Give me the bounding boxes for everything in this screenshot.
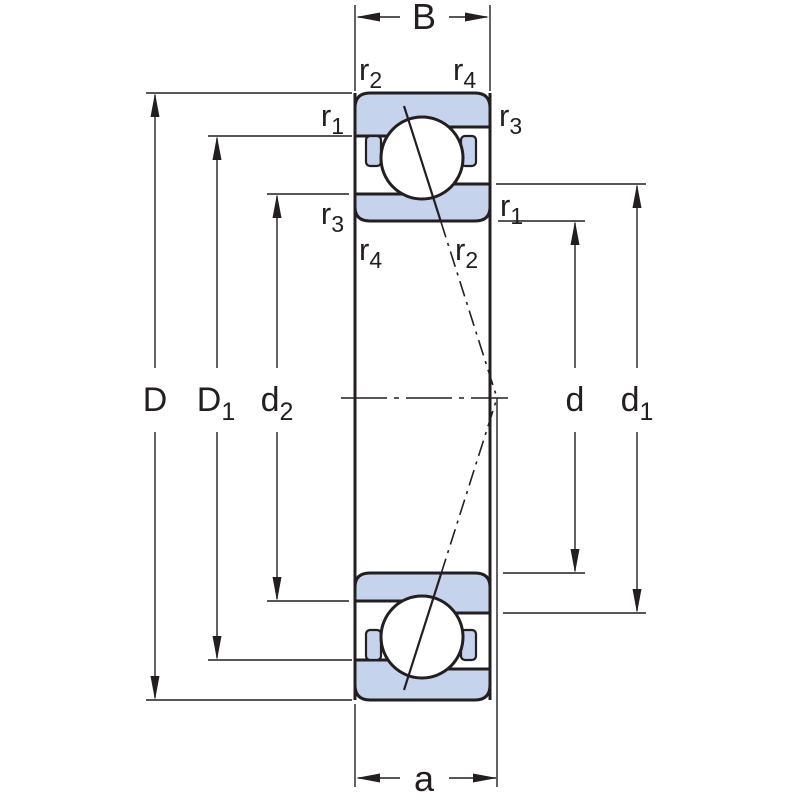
arrow-B-left bbox=[356, 12, 380, 22]
bottom-inner-ring bbox=[353, 571, 492, 615]
arrowheads bbox=[150, 12, 642, 783]
top-cage-left bbox=[364, 134, 383, 168]
arrow-a-right bbox=[473, 773, 497, 783]
label-r1-upper-left: r1 bbox=[321, 98, 344, 139]
label-r2-bottom-right: r2 bbox=[455, 232, 478, 273]
arrow-d1-down bbox=[632, 589, 642, 613]
bottom-contact-line-solid bbox=[402, 573, 443, 691]
label-r4-bottom-left: r4 bbox=[359, 232, 382, 273]
label-a: a bbox=[414, 758, 435, 799]
arrow-d1-up bbox=[632, 184, 642, 208]
label-r3-lower-left: r3 bbox=[321, 196, 344, 237]
dimension-labels: B r2 r4 r1 r3 r3 r1 r4 r2 D D1 d2 d d1 a bbox=[143, 0, 654, 799]
extension-lines bbox=[146, 5, 646, 787]
arrow-D-down bbox=[150, 676, 160, 700]
arrow-D1-up bbox=[212, 136, 222, 160]
label-D1: D1 bbox=[197, 381, 235, 426]
label-D: D bbox=[143, 381, 168, 419]
top-inner-ring bbox=[353, 182, 492, 223]
label-d2: d2 bbox=[261, 381, 294, 426]
bottom-outer-ring bbox=[353, 658, 492, 702]
label-r3-upper-right: r3 bbox=[499, 98, 522, 139]
arrow-d2-up bbox=[272, 194, 282, 218]
label-d1: d1 bbox=[621, 381, 654, 426]
arrow-D1-down bbox=[212, 636, 222, 660]
top-contact-line-solid bbox=[402, 105, 443, 223]
label-r2-top-left: r2 bbox=[359, 52, 382, 93]
label-r4-top-right: r4 bbox=[453, 52, 476, 93]
label-r1-lower-right: r1 bbox=[500, 188, 523, 229]
contact-angle-lines bbox=[402, 105, 498, 691]
top-outer-ring bbox=[353, 91, 492, 138]
label-B: B bbox=[412, 0, 436, 37]
arrow-D-up bbox=[150, 93, 160, 117]
arrow-d-up bbox=[570, 221, 580, 245]
bottom-cage-left bbox=[364, 628, 383, 662]
top-ball bbox=[379, 115, 465, 201]
arrow-B-right bbox=[465, 12, 489, 22]
bottom-bearing-section bbox=[353, 571, 492, 702]
arrow-d-down bbox=[570, 549, 580, 573]
arrow-a-left bbox=[356, 773, 380, 783]
arrow-d2-down bbox=[272, 577, 282, 601]
top-bearing-section bbox=[353, 91, 492, 223]
label-d: d bbox=[566, 381, 585, 419]
